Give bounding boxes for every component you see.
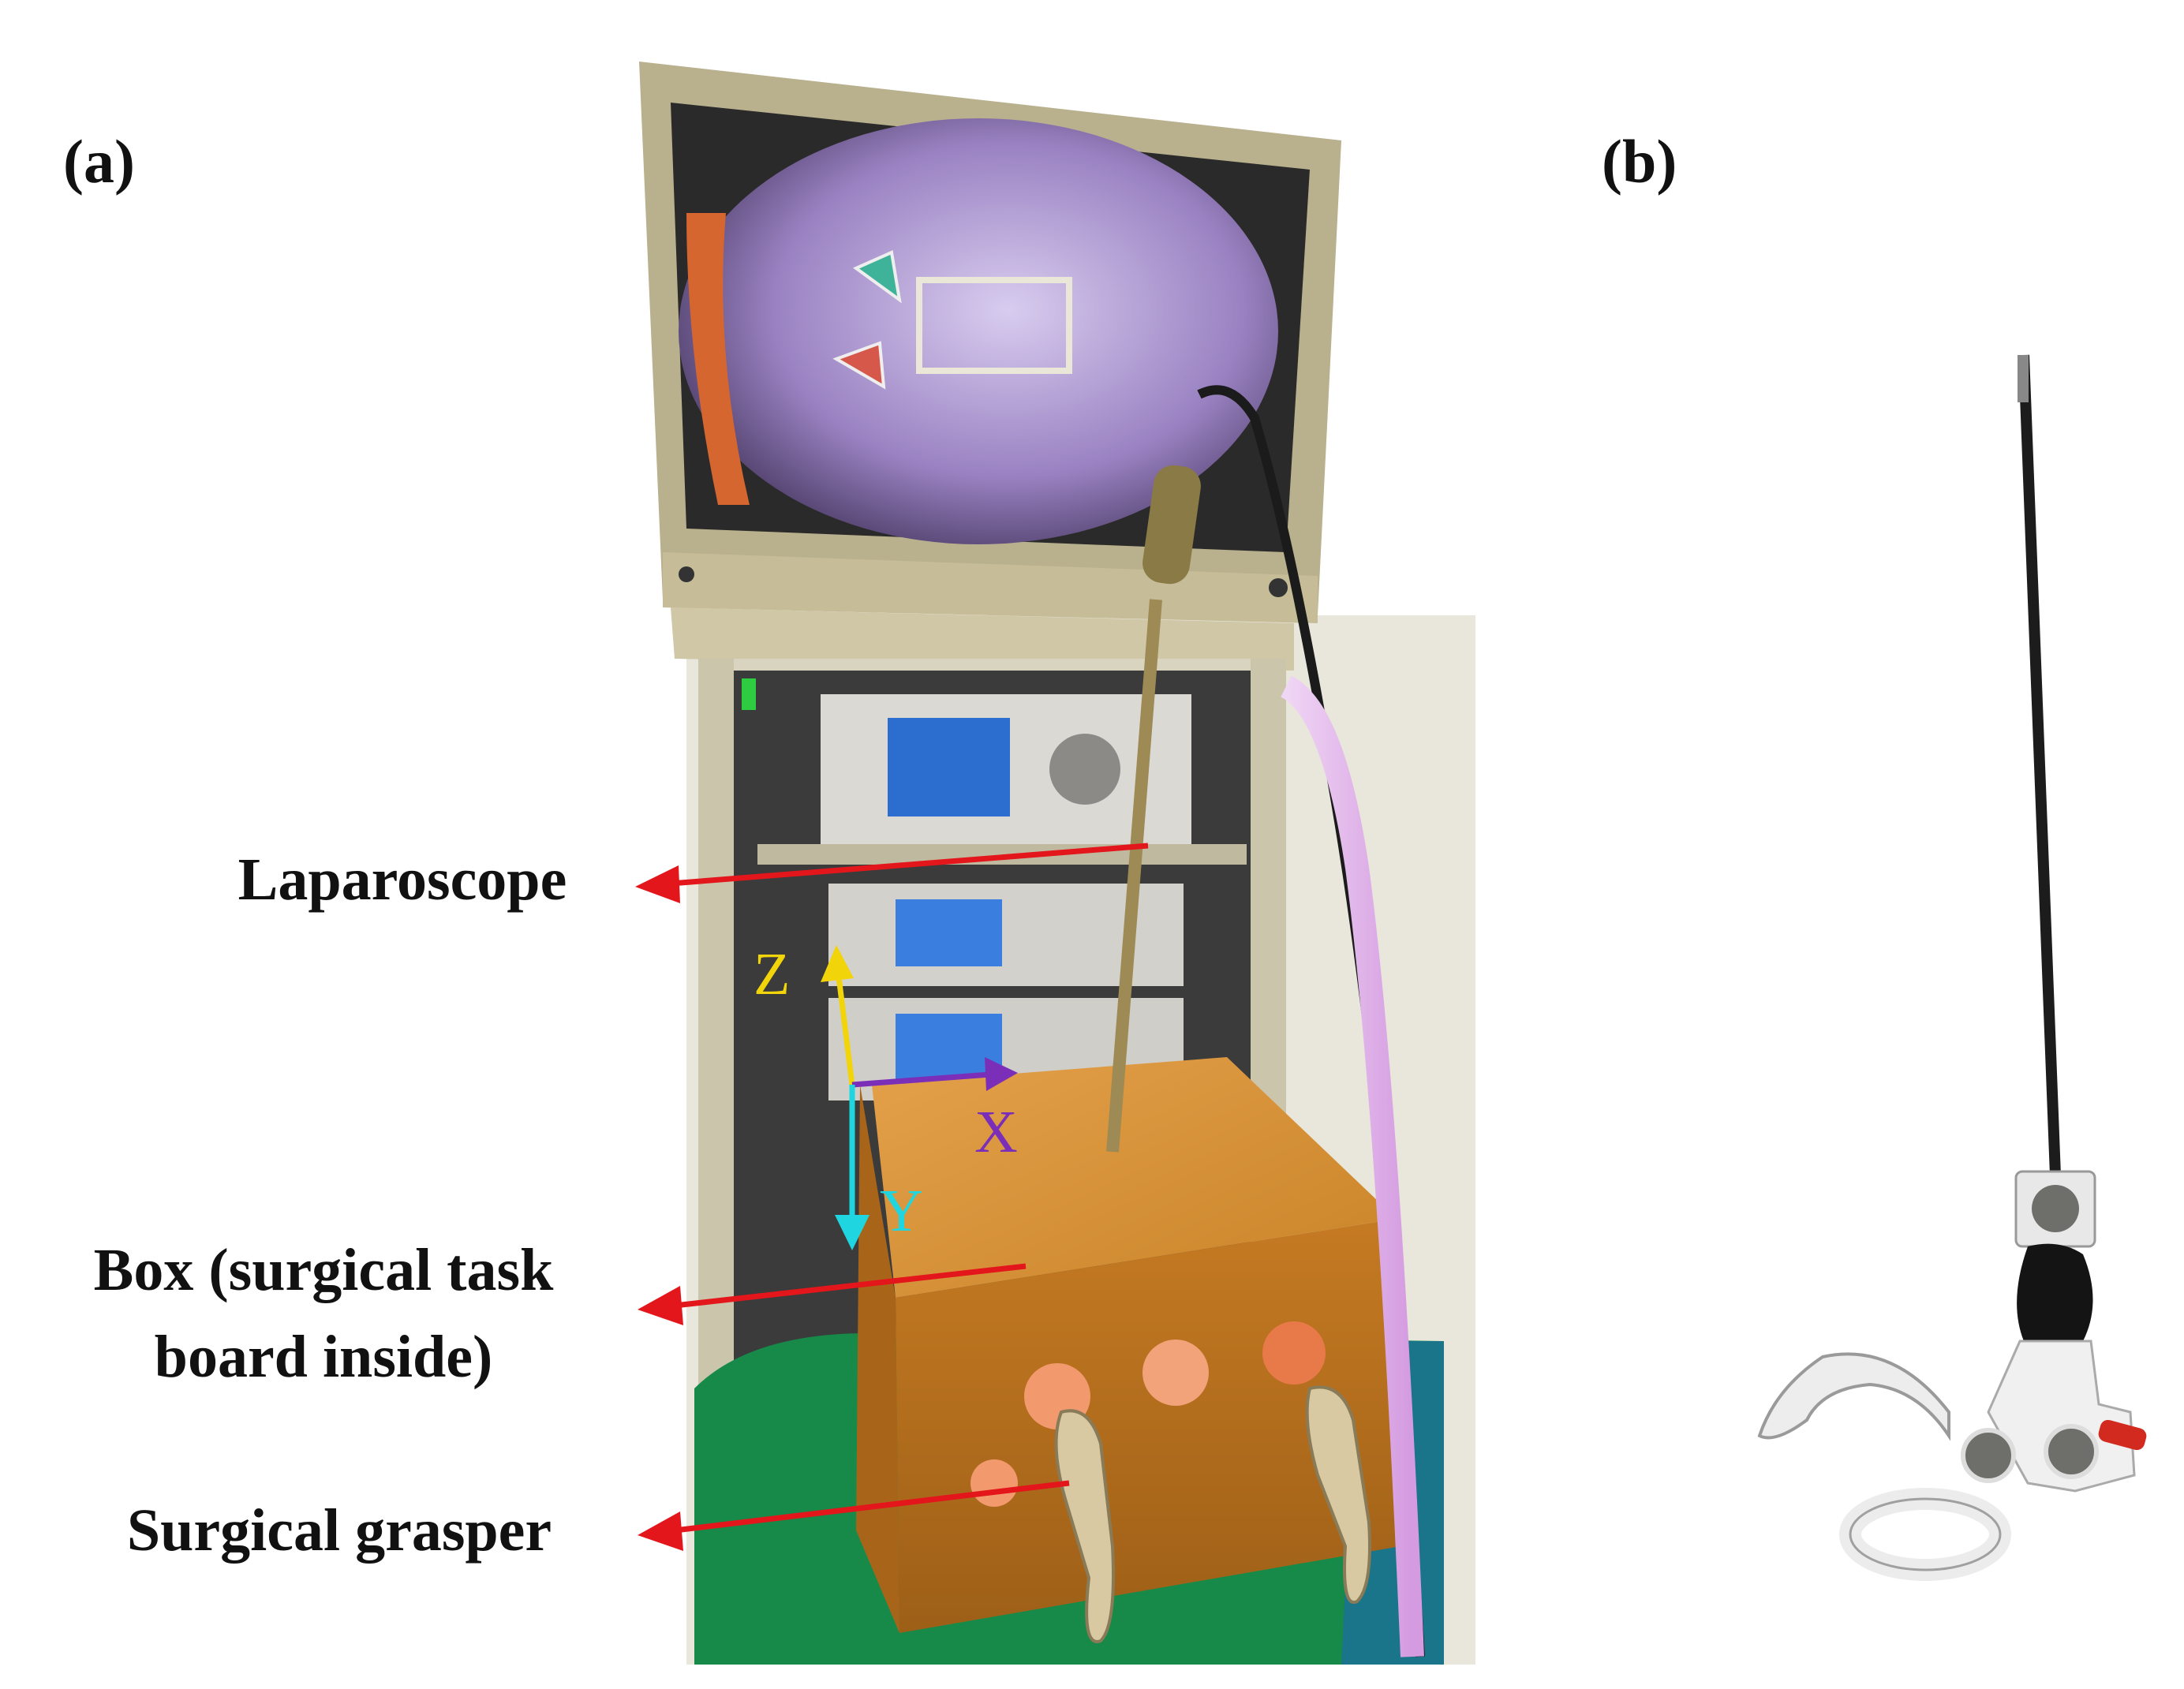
axis-z-label: Z bbox=[754, 941, 790, 1007]
axis-x-label: X bbox=[974, 1099, 1018, 1165]
callout-arrows bbox=[635, 843, 1149, 1551]
callout-box-line2: board inside) bbox=[154, 1324, 493, 1390]
callout-grasper: Surgical grasper bbox=[126, 1497, 552, 1564]
graspers bbox=[1054, 1385, 1371, 1643]
task-box bbox=[856, 1057, 1401, 1633]
laparoscope bbox=[1106, 385, 1425, 1657]
callout-box-line1: Box (surgical task bbox=[93, 1237, 554, 1303]
panel-label-a: (a) bbox=[63, 127, 135, 196]
coordinate-axes bbox=[821, 945, 1018, 1250]
monitor bbox=[639, 62, 1341, 623]
photo-panel-a bbox=[635, 62, 1475, 1665]
photo-panel-b bbox=[1757, 354, 2147, 1581]
callout-box: Box (surgical task board inside) bbox=[24, 1227, 623, 1400]
panel-label-b: (b) bbox=[1602, 127, 1677, 196]
axis-y-label: Y bbox=[880, 1178, 923, 1244]
callout-laparoscope: Laparoscope bbox=[237, 846, 567, 913]
